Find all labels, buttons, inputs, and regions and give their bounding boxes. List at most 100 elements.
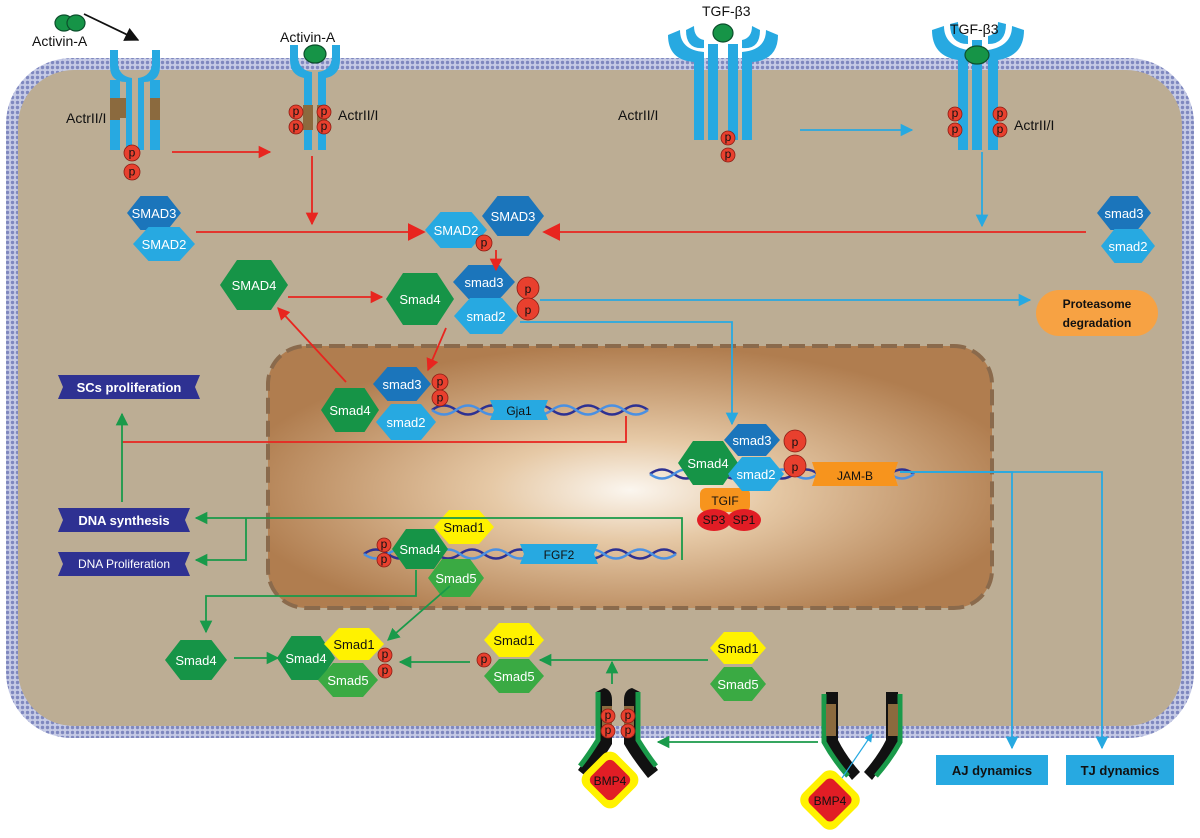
hex-smad1-cplx xyxy=(324,628,384,660)
hex-smad5-m xyxy=(484,659,544,693)
hex-label-smad3-c: SMAD3 xyxy=(491,209,536,224)
label-actrii-2: ActrII/I xyxy=(338,107,378,123)
phospho-0 xyxy=(123,144,141,162)
phospho-label-2: p xyxy=(293,104,300,118)
outcome-proteasome: Proteasome degradation xyxy=(1036,290,1158,336)
phospho-24 xyxy=(600,708,616,724)
phospho-label-1: p xyxy=(129,165,136,179)
hex-smad4-fgf xyxy=(392,529,448,569)
phospho-19 xyxy=(376,537,392,553)
hex-label-smad2-c: SMAD2 xyxy=(434,223,479,238)
phospho-label-12: p xyxy=(481,236,488,250)
phospho-18 xyxy=(783,454,807,478)
hex-label-smad3-jam: smad3 xyxy=(732,433,771,448)
hex-smad2-cyto xyxy=(454,298,518,334)
activin-ligand-left xyxy=(66,14,86,32)
label-tgfb3-left: TGF-β3 xyxy=(702,3,751,19)
hex-smad5-cplx xyxy=(318,663,378,697)
arrow-activin-binding xyxy=(83,13,140,41)
arrow-green-dna-synthesis xyxy=(194,511,683,560)
hex-smad3-c xyxy=(482,196,544,236)
phospho-5 xyxy=(316,119,332,135)
phospho-3 xyxy=(288,119,304,135)
bmp4-ligand-right xyxy=(800,770,860,830)
sp1-label: SP1 xyxy=(733,513,756,527)
phospho-27 xyxy=(620,723,636,739)
hex-smad2-c xyxy=(425,212,487,248)
label-activin-a-left: Activin-A xyxy=(32,33,88,49)
hex-label-smad1-cplx: Smad1 xyxy=(333,637,374,652)
label-actrii-1: ActrII/I xyxy=(66,110,106,126)
arrow-blue-bmp4-bind xyxy=(841,733,873,779)
outcome-dna-synthesis: DNA synthesis xyxy=(58,508,190,532)
tj-dynamics-label: TJ dynamics xyxy=(1081,763,1160,778)
phospho-22 xyxy=(377,663,393,679)
hex-label-smad4-nuc: Smad4 xyxy=(329,403,370,418)
tgfb3-ligand-left xyxy=(712,23,734,43)
phospho-label-3: p xyxy=(293,119,300,133)
hex-label-smad5-r: Smad5 xyxy=(717,677,758,692)
scs-proliferation-label: SCs proliferation xyxy=(77,380,182,395)
hex-label-smad2-cyto: smad2 xyxy=(466,309,505,324)
arrow-red-gja1-loop xyxy=(122,416,627,443)
phospho-label-13: p xyxy=(525,282,532,296)
phospho-7 xyxy=(720,147,736,163)
hex-smad4-jam xyxy=(678,441,738,485)
sp3-blob xyxy=(697,509,731,531)
phospho-2 xyxy=(288,104,304,120)
hex-smad3-a xyxy=(127,196,181,230)
label-actrii-3: ActrII/I xyxy=(618,107,658,123)
tgif-label: TGIF xyxy=(711,494,738,508)
gene-fgf2: FGF2 xyxy=(520,544,598,564)
arrow-blue-into-nucleus xyxy=(520,321,739,426)
hex-smad5-r xyxy=(710,667,766,701)
phospho-10 xyxy=(992,106,1008,122)
phospho-11 xyxy=(992,122,1008,138)
phospho-20 xyxy=(376,552,392,568)
hex-smad4-nuc xyxy=(321,388,379,432)
phospho-label-5: p xyxy=(321,119,328,133)
arrow-green-smad4-out xyxy=(199,570,417,634)
gene-jamb-label: JAM-B xyxy=(837,469,873,483)
arrow-red-into-nucleus xyxy=(426,327,447,372)
proteasome-label-1: Proteasome xyxy=(1063,297,1132,311)
phospho-label-10: p xyxy=(997,106,1004,120)
phospho-12 xyxy=(475,234,493,252)
hex-smad4-cyto xyxy=(386,273,454,325)
phospho-label-8: p xyxy=(952,106,959,120)
hex-smad3-cyto xyxy=(453,265,515,299)
phospho-label-23: p xyxy=(481,652,488,666)
phospho-21 xyxy=(377,647,393,663)
phospho-17 xyxy=(783,429,807,453)
hex-label-smad1-r: Smad1 xyxy=(717,641,758,656)
hex-label-smad4-free: SMAD4 xyxy=(232,278,277,293)
phospho-label-19: p xyxy=(381,537,388,551)
hex-smad1-m xyxy=(484,623,544,657)
hex-smad3-r xyxy=(1097,196,1151,230)
proteasome-label-2: degradation xyxy=(1063,316,1132,330)
hex-smad2-r xyxy=(1101,229,1155,263)
activin-ligand-mid xyxy=(303,44,327,64)
gene-fgf2-label: FGF2 xyxy=(544,548,575,562)
outcome-tj-dynamics: TJ dynamics xyxy=(1066,755,1174,785)
outcome-aj-dynamics: AJ dynamics xyxy=(936,755,1048,785)
hex-smad2-jam xyxy=(728,457,784,491)
phospho-label-18: p xyxy=(792,460,799,474)
hex-smad3-nuc xyxy=(373,367,431,401)
receptor-activin-left xyxy=(110,50,160,150)
phospho-label-7: p xyxy=(725,147,732,161)
hex-label-smad2-jam: smad2 xyxy=(736,467,775,482)
phospho-16 xyxy=(431,389,449,407)
phospho-1 xyxy=(123,163,141,181)
tgfb3-ligand-right xyxy=(964,45,990,65)
hex-label-smad4-fgf: Smad4 xyxy=(399,542,440,557)
hex-label-smad2-r: smad2 xyxy=(1108,239,1147,254)
gene-gja1-label: Gja1 xyxy=(506,404,532,418)
phospho-label-6: p xyxy=(725,130,732,144)
hex-smad4-free xyxy=(220,260,288,310)
phospho-4 xyxy=(316,104,332,120)
hex-label-smad3-a: SMAD3 xyxy=(132,206,177,221)
gene-jamb: JAM-B xyxy=(812,462,898,486)
